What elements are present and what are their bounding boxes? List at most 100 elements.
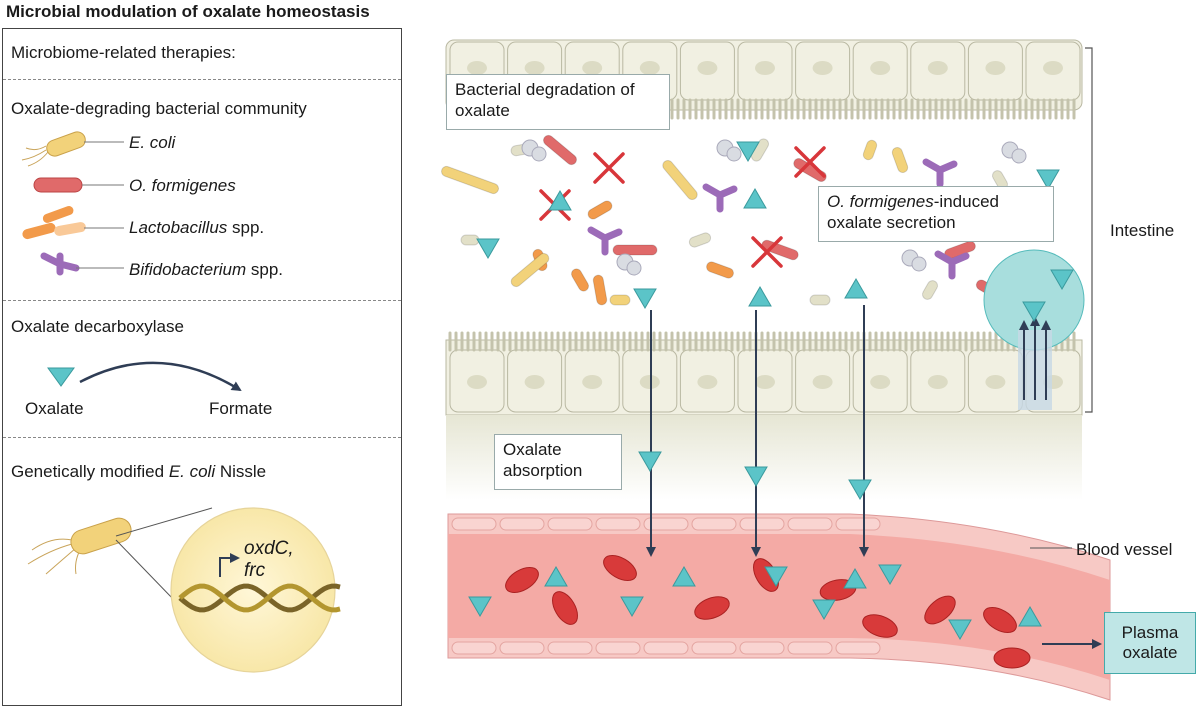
decarboxylase-arrow [79,361,242,392]
figure-title: Microbial modulation of oxalate homeosta… [6,2,370,21]
label-blood-vessel: Blood vessel [1076,540,1173,559]
bifidobacterium [702,183,738,213]
endothelial-cell [547,641,593,655]
plasma-oxalate-box: Plasma oxalate [1104,612,1196,674]
cell-nucleus [870,375,891,389]
bacterium [571,268,589,292]
bacterium [891,146,909,174]
divider-1 [3,79,401,80]
endothelial-cell [547,517,593,531]
oxalate-triangle [672,566,696,587]
bacterium [662,159,698,201]
section-nissle-title: Genetically modified E. coli Nissle [11,462,267,481]
oxalate-triangle [1036,169,1060,190]
dna-strand [178,583,341,613]
gene-oxdc: oxdC, [244,538,294,559]
bifidobacterium [922,158,958,188]
legend-ecoli-label: E. coli [129,133,176,152]
coccus [1011,148,1027,164]
oxalate-triangle [633,288,657,309]
legend-graphics [21,131,341,673]
endothelial-cell [499,517,545,531]
oxalate-triangle [468,596,492,617]
oxalate-triangle [948,619,972,640]
oxalate-triangle [743,188,767,209]
section-decarboxylase-title: Oxalate decarboxylase [11,317,184,336]
red-blood-cell [694,596,730,620]
cell-nucleus [467,61,487,75]
intestine-bracket [1085,47,1093,413]
red-blood-cell [505,567,539,593]
cell-nucleus [639,61,660,75]
oxalate-triangle [620,596,644,617]
dna-helix [178,583,341,613]
bacterium [706,261,734,279]
oxalate-triangle [878,564,902,585]
oxalate-triangle [736,141,760,162]
bacterium [441,165,499,195]
legend-bifido-icon [40,252,124,276]
cell-nucleus [812,61,833,75]
therapies-panel: Microbiome-related therapies: Oxalate-de… [2,28,402,706]
endothelial-cell [691,641,737,655]
endothelial-cell [595,641,641,655]
cell-nucleus [524,61,545,75]
lumen-bacteria [441,134,1027,306]
oxalate-triangle [744,466,768,487]
cell-nucleus [927,375,948,389]
callout-bacterial-degradation: Bacterial degradation of oxalate [446,74,670,130]
bacterium [809,294,831,306]
cell-nucleus [985,375,1006,389]
panel-heading: Microbiome-related therapies: [11,43,236,62]
bacterium [862,139,878,161]
cell-nucleus [697,61,718,75]
endothelial-cell [739,641,785,655]
callout-oformigenes-secretion: O. formigenes-induced oxalate secretion [818,186,1054,242]
cell-nucleus [582,61,603,75]
oxalate-triangle [848,479,872,500]
divider-3 [3,437,401,438]
bacterium [543,134,577,166]
bacterium [510,252,550,288]
oxalate-triangle [1022,301,1046,322]
oxalate-triangle [476,238,500,259]
bacterium [612,244,658,256]
degradation-x [593,152,625,184]
endothelial-cell [835,641,881,655]
oxalate-triangle [843,568,867,589]
bacterium [922,280,938,300]
oxalate-triangle [1050,269,1074,290]
legend-ecoli-icon [21,131,124,167]
cell-nucleus [755,61,775,75]
bifidobacterium [587,226,623,256]
endothelial-cell [643,641,689,655]
bacterium [609,294,631,306]
red-blood-cell [862,614,898,638]
oxalate-triangle [764,566,788,587]
degradation-x [751,236,783,268]
cell-nucleus [639,375,660,389]
endothelial-cell [691,517,737,531]
endothelial-cell [835,517,881,531]
bacterium [592,274,608,306]
red-blood-cell [924,595,956,625]
endothelial-cell [451,517,497,531]
callout-oxalate-absorption: Oxalate absorption [494,434,622,490]
bacterium [460,234,480,246]
gene-frc: frc [244,560,266,581]
red-blood-cell [552,591,578,625]
red-blood-cell [983,607,1017,633]
coccus [726,146,742,162]
oxalate-triangle [548,190,572,211]
cell-nucleus [755,375,775,389]
oxalate-triangle [812,599,836,620]
oxalate-molecules [468,141,1074,640]
promoter-arrow [219,553,240,577]
endothelial-cell [499,641,545,655]
legend-oformigenes-icon [33,177,124,193]
legend-oformigenes-label: O. formigenes [129,176,236,195]
bacterium [761,239,799,261]
bacterium [688,232,712,248]
degradation-x [794,146,826,178]
